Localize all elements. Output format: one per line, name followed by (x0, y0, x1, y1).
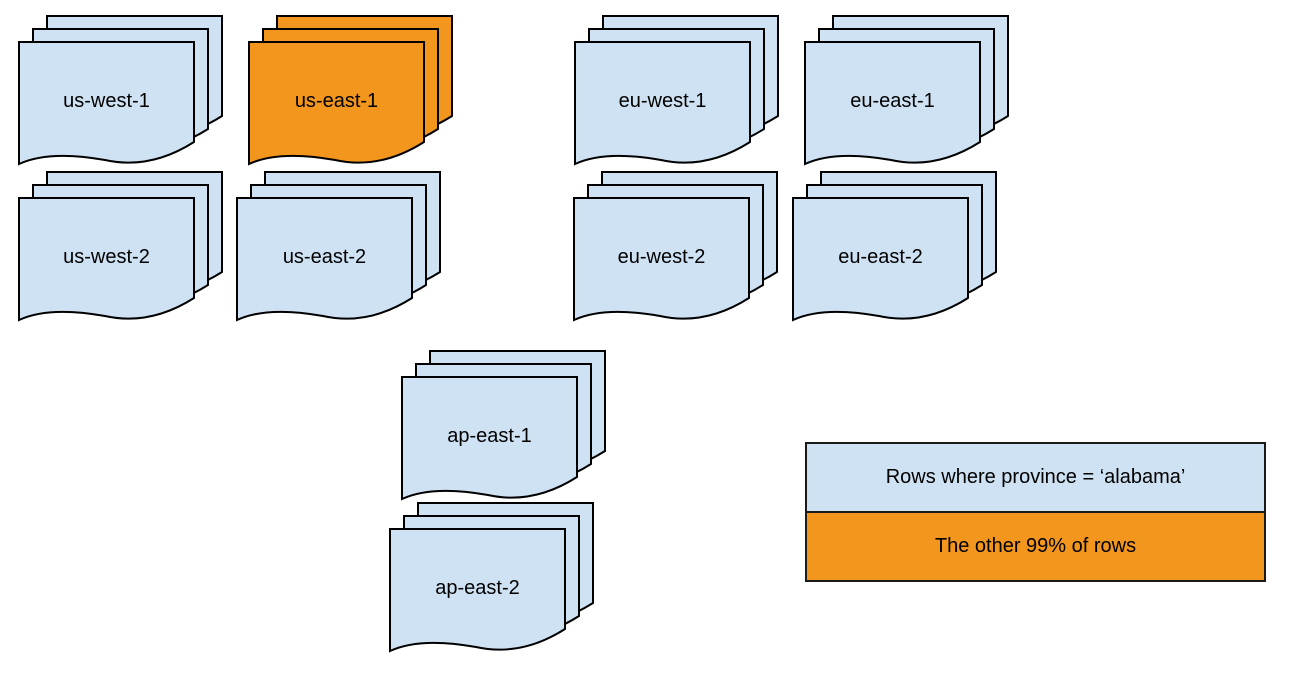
stacked-documents-icon (573, 171, 778, 322)
document-stack-ap-east-2: ap-east-2 (389, 502, 596, 660)
document-stack-eu-west-1: eu-west-1 (574, 15, 781, 173)
document-stack-ap-east-1: ap-east-1 (401, 350, 608, 508)
stacked-documents-icon (18, 171, 223, 322)
document-stack-us-west-1: us-west-1 (18, 15, 225, 173)
stacked-documents-icon (236, 171, 441, 322)
document-stack-us-east-1: us-east-1 (248, 15, 455, 173)
stacked-documents-icon (401, 350, 606, 501)
document-stack-us-east-2: us-east-2 (236, 171, 443, 329)
legend-row-province: Rows where province = ‘alabama’ (807, 444, 1264, 511)
legend: Rows where province = ‘alabama’ The othe… (805, 442, 1266, 582)
stacked-documents-icon (792, 171, 997, 322)
stacked-documents-icon (574, 15, 779, 166)
document-stack-eu-west-2: eu-west-2 (573, 171, 780, 329)
stacked-documents-icon (804, 15, 1009, 166)
legend-row-other: The other 99% of rows (807, 511, 1264, 580)
stacked-documents-icon (248, 15, 453, 166)
document-stack-eu-east-2: eu-east-2 (792, 171, 999, 329)
document-stack-us-west-2: us-west-2 (18, 171, 225, 329)
document-stack-eu-east-1: eu-east-1 (804, 15, 1011, 173)
stacked-documents-icon (389, 502, 594, 653)
stacked-documents-icon (18, 15, 223, 166)
